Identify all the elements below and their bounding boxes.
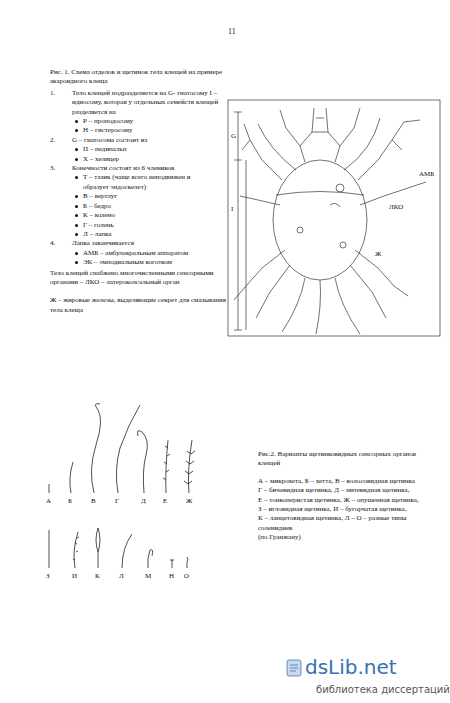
bristle-letter: Г: [115, 497, 119, 506]
item-number: 4.: [50, 239, 72, 248]
part-label: ЛКО: [388, 203, 404, 212]
bullet: [75, 176, 78, 179]
list-item: В – вертлуг: [74, 192, 236, 201]
figure-1-legend: Рис. 1. Схема отделов и щетинок тела кле…: [50, 68, 236, 315]
page-number: 11: [228, 27, 236, 37]
list-item: Н – гистеросому: [74, 126, 236, 135]
part-label: Ж: [374, 250, 382, 259]
bullet: [75, 224, 78, 227]
numbered-item: 3.Конечности состоят из 6 члеников: [50, 164, 236, 173]
list-item: Р – проподосому: [74, 117, 236, 126]
figure-caption: Рис.2. Варианты щетинковидных сенсорных …: [258, 450, 420, 469]
figure-caption: Рис. 1. Схема отделов и щетинок тела кле…: [50, 68, 236, 87]
bristle-letter: Н: [169, 572, 174, 581]
bristle-letter: Е: [163, 497, 167, 506]
bristle-letter: Ж: [186, 497, 192, 506]
list-item: П – педипальп: [74, 145, 236, 154]
bristle-letter: К: [95, 572, 100, 581]
list-item: АМБ – амбулакральным аппаратом: [74, 249, 236, 258]
bullet: [75, 129, 78, 132]
bristle-letter: Л: [119, 572, 124, 581]
figure-2-caption: Рис.2. Варианты щетинковидных сенсорных …: [258, 450, 420, 543]
list-item: Т – тазик (чаще всего неподвижен и образ…: [74, 173, 213, 192]
item-text: Лапка заканчивается: [72, 239, 236, 248]
list-item: Х – хелицер: [74, 155, 236, 164]
bullet: [75, 233, 78, 236]
item-number: 3.: [50, 164, 72, 173]
caption-line: Г – бичевидная щетинка, Д – нитевидная щ…: [258, 486, 420, 495]
list-item: Б – бедро: [74, 202, 236, 211]
bullet: [75, 158, 78, 161]
caption-line: К – ланцетовидная щетинка, Л – О – разны…: [258, 514, 420, 533]
bullet: [75, 195, 78, 198]
numbered-item: 2.G – гнатосома состоит из: [50, 136, 236, 145]
item-text: Тело клещей подразделяется на G- гнатосо…: [72, 89, 236, 117]
item-number: 2.: [50, 136, 72, 145]
list-item: Л – лапка: [74, 230, 236, 239]
bullet: [75, 205, 78, 208]
bullet: [75, 252, 78, 255]
bristle-drawings: [49, 404, 195, 568]
watermark-logo: [287, 660, 301, 676]
bullet: [75, 261, 78, 264]
note-text: Тело клещей снабжено многочисленными сен…: [50, 269, 236, 288]
list-item: ЭК – эмподиальным коготком: [74, 258, 236, 267]
bristle-letter: А: [46, 497, 51, 506]
caption-line: А – микрохета, Б – хетта, В – волосовидн…: [258, 477, 420, 486]
list-item: Г – голень: [74, 221, 236, 230]
bristle-letter: В: [91, 497, 96, 506]
item-text: Конечности состоят из 6 члеников: [72, 164, 236, 173]
part-label: АМБ: [418, 170, 435, 179]
caption-line: З – игловидная щетинка, И – бугорчатая щ…: [258, 505, 420, 514]
bullet: [75, 214, 78, 217]
watermark: библиотека диссертаций: [316, 683, 450, 696]
watermark: dsLib.net: [305, 655, 397, 680]
bristle-letter: Д: [141, 497, 146, 506]
bristle-letter: З: [46, 572, 50, 581]
note-text: Ж – жировые железы, выделяющие секрет дл…: [50, 296, 236, 315]
numbered-item: 4.Лапка заканчивается: [50, 239, 236, 248]
list-item: К – колено: [74, 211, 236, 220]
caption-line: (по Гранжану): [258, 533, 420, 542]
item-text: G – гнатосома состоит из: [72, 136, 236, 145]
mite-drawing: [228, 100, 440, 336]
bristle-letter: И: [72, 572, 77, 581]
item-number: 1.: [50, 89, 72, 117]
bullet: [75, 148, 78, 151]
bullet: [75, 120, 78, 123]
part-label: I: [230, 205, 234, 214]
bristle-letter: О: [184, 572, 189, 581]
bristle-letter: М: [145, 572, 151, 581]
bristle-letter: Б: [68, 497, 72, 506]
numbered-item: 1.Тело клещей подразделяется на G- гнато…: [50, 89, 236, 117]
part-label: G: [230, 132, 237, 141]
caption-line: Е – тонкоперистая щетинка, Ж – опушенная…: [258, 496, 420, 505]
